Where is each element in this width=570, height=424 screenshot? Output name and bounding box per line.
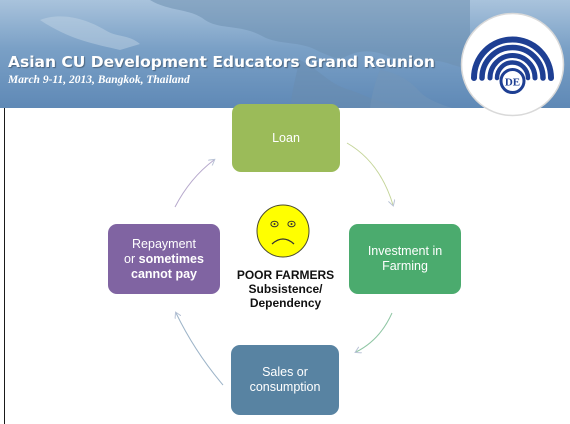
header-subtitle: March 9-11, 2013, Bangkok, Thailand — [8, 74, 190, 86]
logo-text: DE — [505, 77, 520, 89]
center-line-1: POOR FARMERS — [236, 268, 335, 282]
repayment-sometimes: sometimes — [138, 251, 204, 266]
repayment-label: Repayment — [132, 236, 196, 251]
center-line-3: Dependency — [249, 296, 322, 310]
header-title: Asian CU Development Educators Grand Reu… — [8, 53, 435, 71]
investment-label: Investment in Farming — [367, 244, 443, 273]
world-map-background — [40, 0, 470, 108]
repayment-or: or — [124, 251, 139, 266]
sales-node: Sales or consumption — [231, 345, 339, 415]
loan-label: Loan — [272, 130, 300, 145]
investment-node: Investment in Farming — [349, 224, 461, 294]
loan-node: Loan — [232, 104, 340, 172]
sad-face-icon — [256, 204, 310, 258]
repayment-text: Repayment or sometimes cannot pay — [124, 237, 204, 282]
sales-label: Sales or consumption — [249, 365, 321, 394]
repayment-node: Repayment or sometimes cannot pay — [108, 224, 220, 294]
center-line-2: Subsistence/ — [248, 282, 323, 296]
center-label: POOR FARMERS Subsistence/ Dependency — [218, 268, 353, 310]
repayment-cannot-pay: cannot pay — [131, 266, 197, 281]
content-area — [4, 108, 570, 424]
de-logo-icon: DE — [460, 12, 565, 117]
